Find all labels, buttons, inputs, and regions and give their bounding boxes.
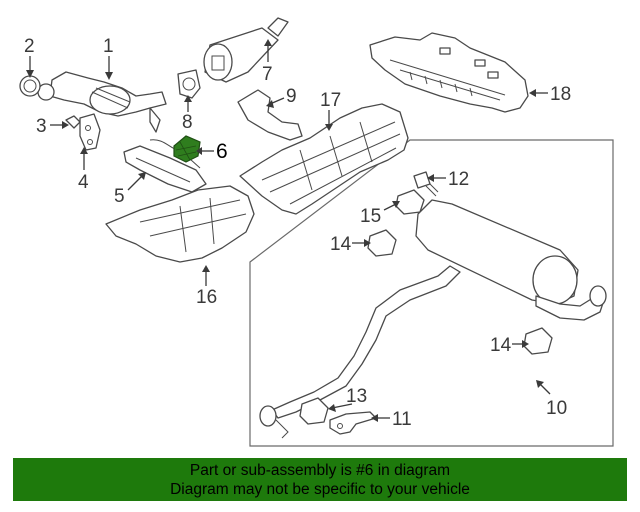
assembly-outline-10 — [249, 139, 614, 447]
gasket-8 — [177, 69, 201, 99]
callout-numbers: 1 2 3 4 5 6 7 8 9 10 11 12 13 14 14 15 1… — [24, 36, 571, 430]
catalytic-converter-7 — [203, 17, 289, 83]
bracket-9 — [237, 89, 303, 141]
bracket-11 — [329, 411, 377, 435]
callout-6: 6 — [216, 140, 228, 163]
heat-shield-17 — [239, 103, 409, 215]
callout-18: 18 — [550, 84, 571, 105]
gasket-ring-2 — [19, 75, 41, 97]
callout-12: 12 — [448, 169, 469, 190]
callout-1: 1 — [103, 36, 114, 57]
callout-9: 9 — [286, 86, 297, 107]
callout-14-upper: 14 — [330, 234, 352, 255]
callout-4: 4 — [78, 172, 89, 193]
callout-2: 2 — [24, 36, 35, 57]
info-banner: Part or sub-assembly is #6 in diagram Di… — [13, 458, 627, 501]
callout-14-lower: 14 — [490, 335, 512, 356]
banner-line-1: Part or sub-assembly is #6 in diagram — [189, 462, 451, 479]
bolt-12 — [413, 171, 439, 197]
callout-17: 17 — [320, 90, 341, 111]
callout-16: 16 — [196, 287, 217, 308]
hanger-13 — [299, 397, 329, 425]
heat-shield-18 — [369, 32, 529, 113]
callout-10: 10 — [546, 398, 567, 419]
stud-3 — [65, 115, 81, 129]
muffler-assembly-10 — [259, 199, 607, 439]
heat-shield-16 — [105, 185, 255, 263]
front-pipe-1 — [37, 71, 167, 133]
callout-8: 8 — [182, 112, 193, 133]
callout-13: 13 — [346, 386, 367, 407]
callout-3: 3 — [36, 116, 47, 137]
hanger-14-lower — [523, 327, 553, 355]
hanger-14-upper — [367, 229, 397, 257]
bracket-4 — [79, 113, 101, 151]
callout-11: 11 — [392, 409, 412, 430]
banner-line-2: Diagram may not be specific to your vehi… — [170, 481, 470, 498]
highlighted-part-6 — [173, 135, 201, 163]
callout-7: 7 — [262, 64, 273, 85]
leader-lines — [26, 39, 551, 422]
callout-15: 15 — [360, 206, 381, 227]
callout-5: 5 — [114, 186, 125, 207]
hanger-15 — [395, 189, 425, 215]
